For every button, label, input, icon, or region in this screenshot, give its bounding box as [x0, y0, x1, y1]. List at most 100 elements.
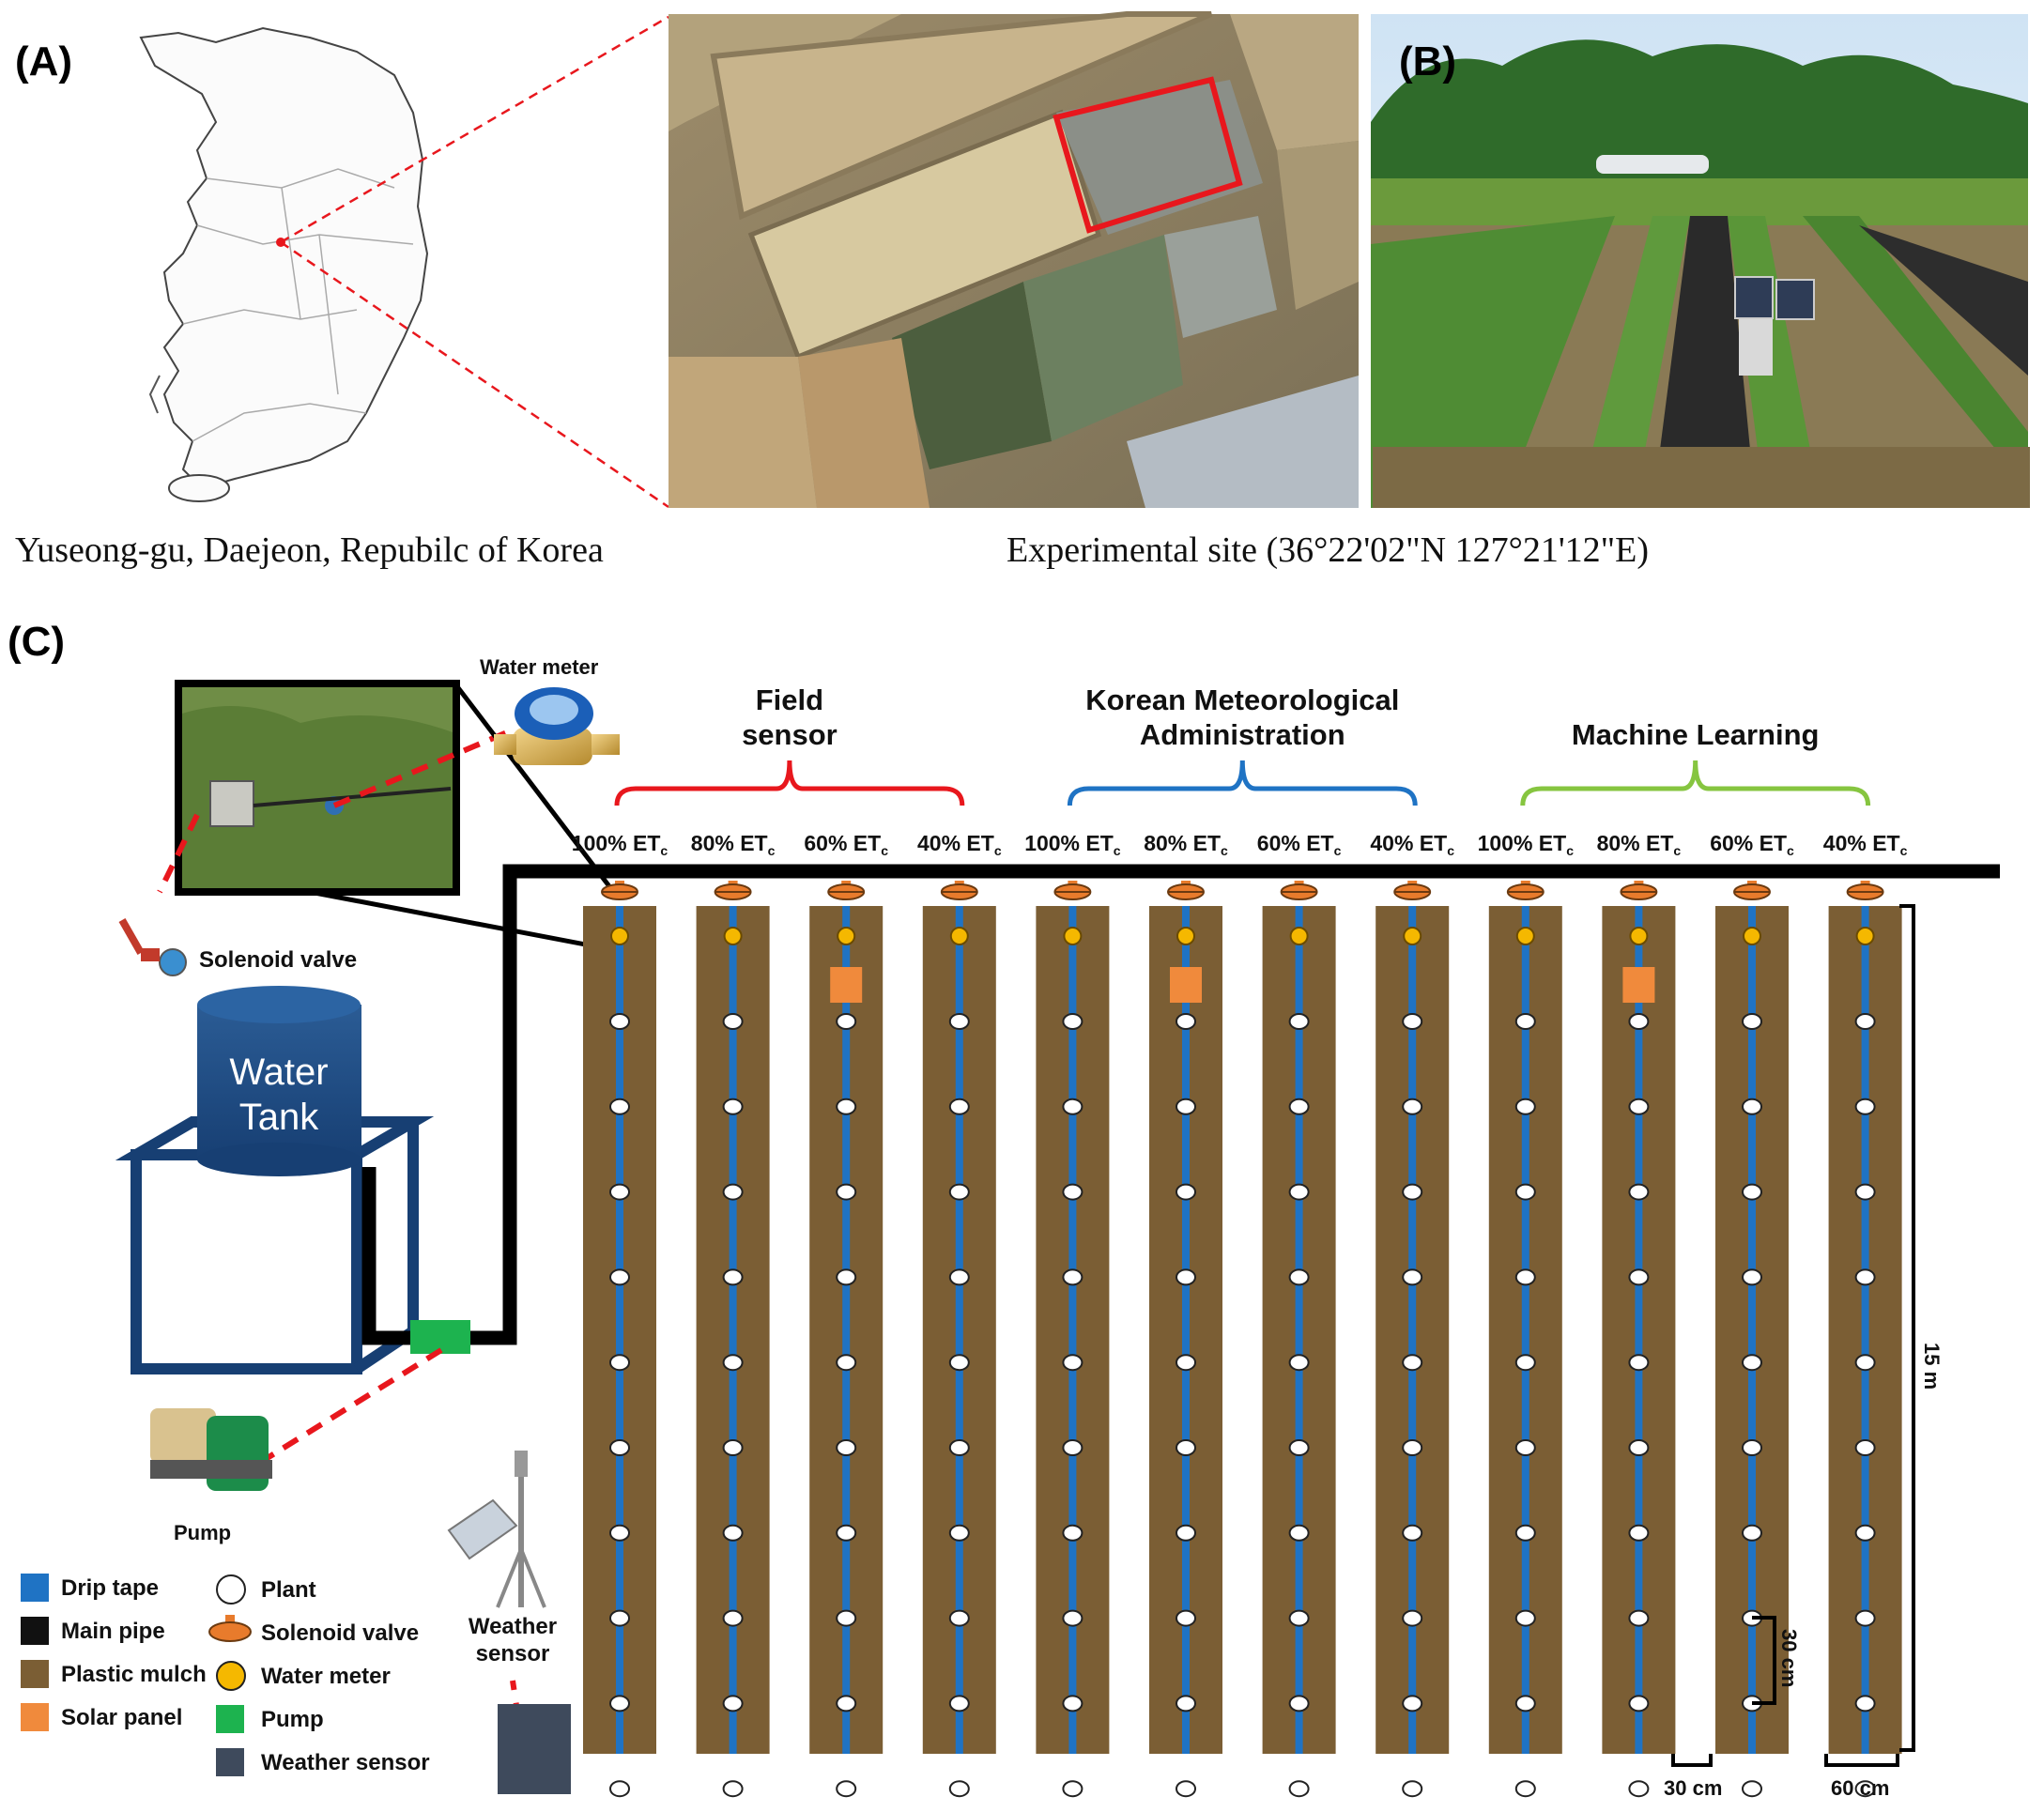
- row-9: [1488, 881, 1562, 1798]
- group-bracket: [1067, 760, 1418, 806]
- treatment-label: 60% ETc: [1710, 831, 1794, 858]
- plant-icon: [1062, 1609, 1083, 1627]
- plant-icon: [1176, 1524, 1196, 1542]
- solenoid-valve-icon: [940, 881, 978, 900]
- plant-icon: [1176, 1268, 1196, 1286]
- treatment-label: 100% ETc: [1478, 831, 1575, 858]
- weather-sensor-marker: [498, 1704, 571, 1794]
- weather-sensor-label-1: Weather: [469, 1614, 557, 1639]
- plant-icon: [1288, 1098, 1310, 1115]
- plant-icon: [1742, 1439, 1762, 1456]
- water-meter-icon: [610, 927, 629, 945]
- plant-icon: [609, 1524, 630, 1542]
- plant-icon: [1628, 1268, 1650, 1286]
- solenoid-valve-icon: [714, 881, 752, 900]
- plant-icon: [1742, 1098, 1762, 1115]
- plant-icon: [836, 1524, 857, 1542]
- plant-icon: [1742, 1354, 1762, 1372]
- plant-spacing-label: 30 cm: [1777, 1629, 1801, 1687]
- solenoid-valve-icon: [1733, 881, 1771, 900]
- plant-icon: [1742, 1268, 1762, 1286]
- plant-icon: [1854, 1439, 1876, 1456]
- plant-icon: [1176, 1183, 1196, 1201]
- map-caption: Yuseong-gu, Daejeon, Repubilc of Korea: [15, 530, 604, 570]
- plant-icon: [1176, 1439, 1196, 1456]
- plant-icon: [948, 1439, 970, 1456]
- plant-icon: [609, 1695, 630, 1712]
- plant-icon: [948, 1695, 970, 1712]
- plant-icon: [836, 1354, 857, 1372]
- plant-icon: [722, 1098, 744, 1115]
- province-lines: [182, 168, 414, 442]
- legend-swatch: [21, 1574, 49, 1602]
- plant-icon: [948, 1183, 970, 1201]
- pump-red-dash: [252, 1347, 443, 1469]
- group-3: Machine Learning: [1520, 718, 1871, 806]
- plant-icon: [1288, 1524, 1310, 1542]
- length-dimension: 15 m: [1899, 904, 1944, 1752]
- jeju-island: [168, 474, 230, 502]
- legend-swatch: [21, 1617, 49, 1645]
- plant-icon: [948, 1098, 970, 1115]
- plant-icon: [609, 1013, 630, 1030]
- row-gap-dimension: 30 cm: [1664, 1754, 1722, 1800]
- plant-icon: [722, 1354, 744, 1372]
- plant-icon: [1402, 1098, 1423, 1115]
- korea-outline: [139, 26, 429, 490]
- legend-swatch: [216, 1705, 244, 1733]
- group-title: sensor: [742, 718, 838, 751]
- plant-icon: [1402, 1780, 1423, 1798]
- plant-icon: [836, 1439, 857, 1456]
- plant-icon: [1854, 1780, 1876, 1798]
- site-caption: Experimental site (36°22'02"N 127°21'12"…: [1007, 530, 1649, 570]
- plant-icon: [1514, 1013, 1536, 1030]
- group-bracket: [614, 760, 965, 806]
- plant-icon: [1854, 1098, 1876, 1115]
- plant-icon: [609, 1609, 630, 1627]
- plant-icon: [1062, 1013, 1083, 1030]
- treatment-label: 100% ETc: [1024, 831, 1121, 858]
- plant-icon: [1514, 1695, 1536, 1712]
- treatment-label: 80% ETc: [1597, 831, 1682, 858]
- island-left: [148, 375, 161, 414]
- solar-panel-marker: [1170, 967, 1202, 1003]
- row-7: [1262, 881, 1336, 1798]
- plant-icon: [722, 1609, 744, 1627]
- plant-icon: [1514, 1354, 1536, 1372]
- plant-icon: [1288, 1183, 1310, 1201]
- inset-red-dash-1: [157, 813, 200, 894]
- plant-icon: [1402, 1183, 1423, 1201]
- solenoid-valve-photo-icon: [118, 918, 187, 976]
- legend-swatch: [216, 1574, 246, 1605]
- solenoid-valve-icon: [1846, 881, 1884, 900]
- water-meter-label: Water meter: [480, 655, 599, 679]
- plant-icon: [1628, 1098, 1650, 1115]
- plant-icon: [609, 1439, 630, 1456]
- pump-photo-icon: [150, 1408, 272, 1491]
- plant-icon: [1742, 1524, 1762, 1542]
- water-meter-icon: [949, 927, 969, 945]
- row-11: [1715, 881, 1789, 1798]
- legend-swatch: [216, 1748, 244, 1776]
- plant-icon: [836, 1780, 857, 1798]
- plant-icon: [609, 1354, 630, 1372]
- weather-sensor-photo-icon: [447, 1451, 546, 1608]
- plant-icon: [722, 1268, 744, 1286]
- group-title: Administration: [1140, 718, 1345, 751]
- solenoid-valve-icon: [1167, 881, 1205, 900]
- plant-icon: [722, 1780, 744, 1798]
- water-meter-icon: [1063, 927, 1083, 945]
- row-10: [1602, 881, 1676, 1798]
- plant-icon: [1176, 1098, 1196, 1115]
- plant-icon: [1062, 1524, 1083, 1542]
- plant-icon: [1628, 1013, 1650, 1030]
- row-4: [922, 881, 996, 1798]
- main-pipe: [361, 864, 2000, 1345]
- water-meter-icon: [1855, 927, 1875, 945]
- water-meter-icon: [1403, 927, 1422, 945]
- plant-icon: [1288, 1609, 1310, 1627]
- row-5: [1036, 881, 1110, 1798]
